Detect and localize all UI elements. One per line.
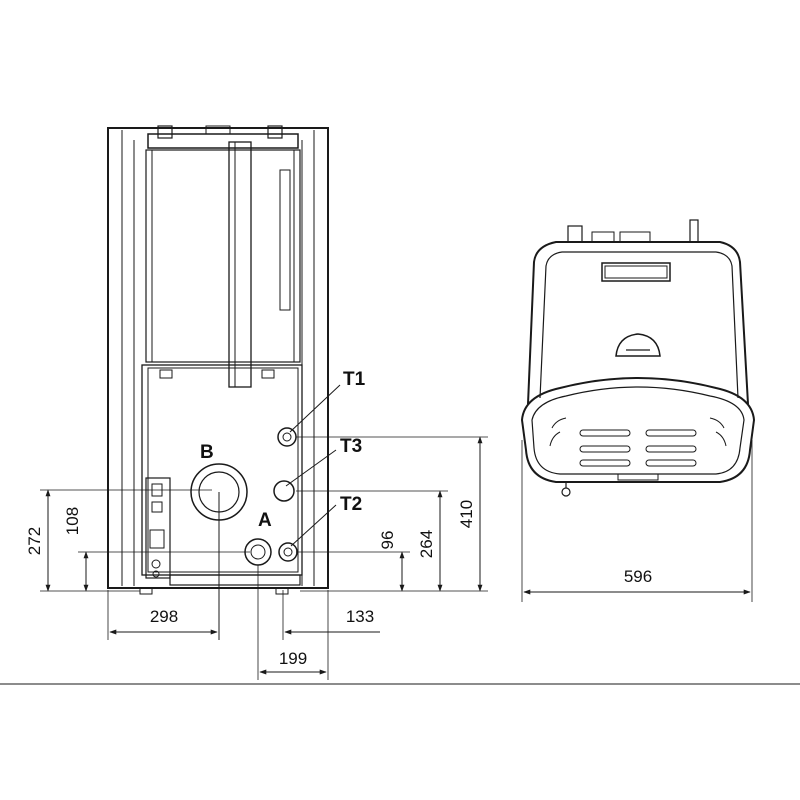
dim-298: 298 bbox=[150, 607, 178, 626]
connection-t1 bbox=[277, 427, 297, 447]
display-window bbox=[601, 262, 671, 282]
dim-108: 108 bbox=[63, 507, 82, 535]
dim-272: 272 bbox=[25, 527, 44, 555]
top-view bbox=[520, 219, 756, 602]
label-t3: T3 bbox=[340, 436, 362, 457]
dim-596: 596 bbox=[624, 567, 652, 586]
rear-view bbox=[107, 125, 341, 640]
right-vertical-dimensions bbox=[296, 436, 488, 592]
label-a: A bbox=[258, 510, 272, 531]
inspection-hatch bbox=[615, 333, 661, 357]
control-strip bbox=[145, 477, 171, 579]
dim-199: 199 bbox=[279, 649, 307, 668]
connection-t3 bbox=[273, 480, 295, 502]
dim-133: 133 bbox=[346, 607, 374, 626]
front-door bbox=[520, 377, 756, 483]
horizontal-dimensions bbox=[107, 565, 380, 680]
left-vertical-dimensions bbox=[40, 489, 250, 592]
connection-t2 bbox=[278, 542, 298, 562]
door-knob bbox=[561, 487, 571, 497]
cabinet-outline bbox=[107, 127, 329, 589]
label-b: B bbox=[200, 442, 214, 463]
dim-96: 96 bbox=[378, 531, 397, 550]
dim-264: 264 bbox=[417, 530, 436, 558]
dim-410: 410 bbox=[457, 500, 476, 528]
label-t2: T2 bbox=[340, 494, 362, 515]
label-t1: T1 bbox=[343, 369, 366, 390]
